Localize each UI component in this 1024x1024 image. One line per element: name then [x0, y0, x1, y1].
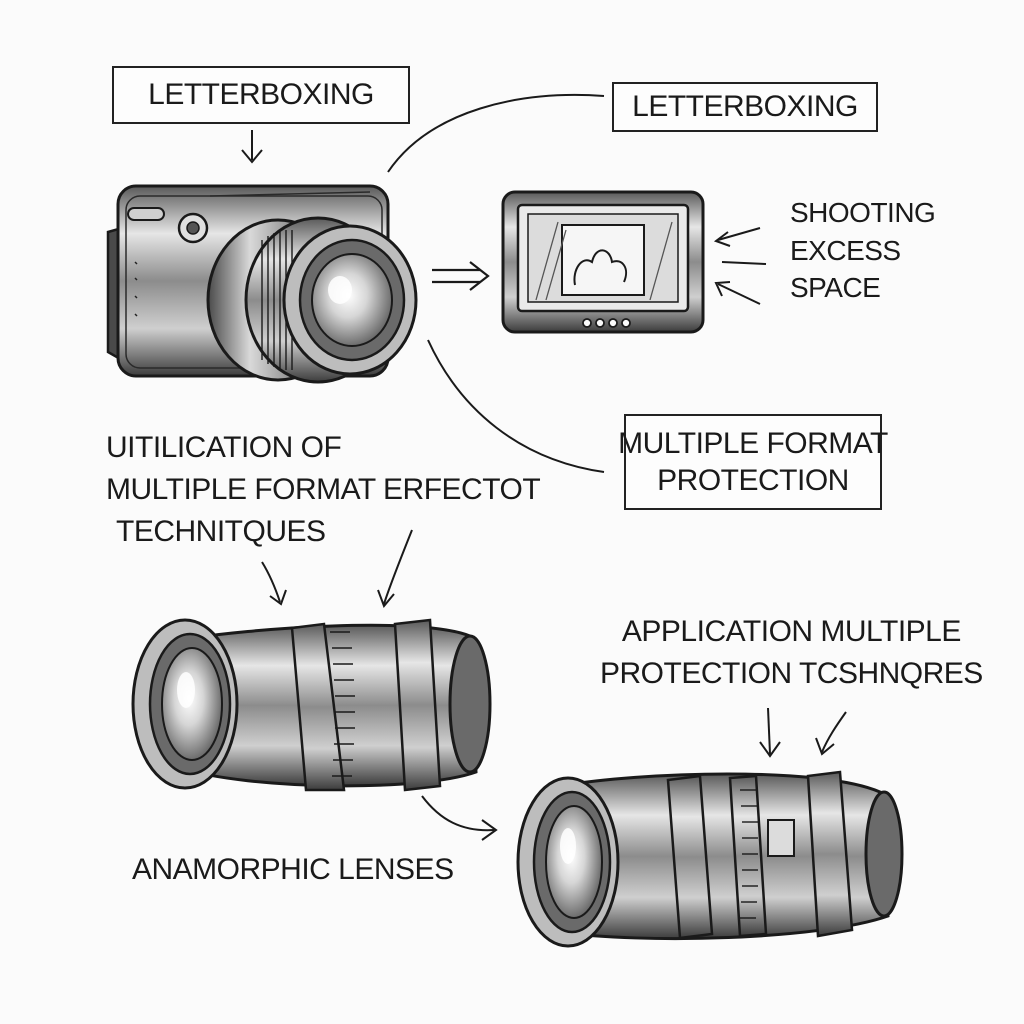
shooting-arrows	[716, 228, 766, 304]
utilization-label: UITILICATION OF MULTIPLE FORMAT ERFECTOT…	[106, 430, 540, 550]
letterboxing-label-left: LETTERBOXING	[112, 66, 410, 124]
letterboxing-label-right: LETTERBOXING	[612, 82, 878, 132]
monitor-icon	[503, 192, 703, 332]
letterboxing-right-text: LETTERBOXING	[632, 88, 858, 126]
shooting-line-1: SHOOTING	[790, 196, 935, 230]
application-label: APPLICATION MULTIPLE PROTECTION TCSHNQRE…	[600, 614, 983, 692]
multiple-format-protection-label: MULTIPLE FORMAT PROTECTION	[624, 414, 882, 510]
util-line-3: TECHNITQUES	[106, 514, 540, 550]
util-line-2: MULTIPLE FORMAT ERFECTOT	[106, 472, 540, 508]
shooting-line-2: EXCESS	[790, 234, 935, 268]
app-line-1: APPLICATION MULTIPLE	[600, 614, 983, 650]
lens-transition-arrow	[422, 796, 496, 840]
down-arrow	[242, 130, 262, 162]
letterboxing-left-text: LETTERBOXING	[148, 76, 374, 114]
shooting-line-3: SPACE	[790, 271, 935, 305]
camera-icon	[108, 186, 416, 382]
lens-barrel-icon	[518, 772, 902, 946]
application-arrows	[760, 708, 846, 756]
anamorphic-lens-icon	[133, 620, 490, 790]
shooting-excess-space-label: SHOOTING EXCESS SPACE	[790, 196, 935, 305]
app-line-2: PROTECTION TCSHNQRES	[600, 656, 983, 692]
mfp-line-2: PROTECTION	[657, 462, 849, 500]
mfp-line-1: MULTIPLE FORMAT	[618, 425, 888, 463]
anamorphic-lenses-label: ANAMORPHIC LENSES	[132, 852, 454, 888]
double-arrow	[432, 262, 488, 290]
util-line-1: UITILICATION OF	[106, 430, 540, 466]
